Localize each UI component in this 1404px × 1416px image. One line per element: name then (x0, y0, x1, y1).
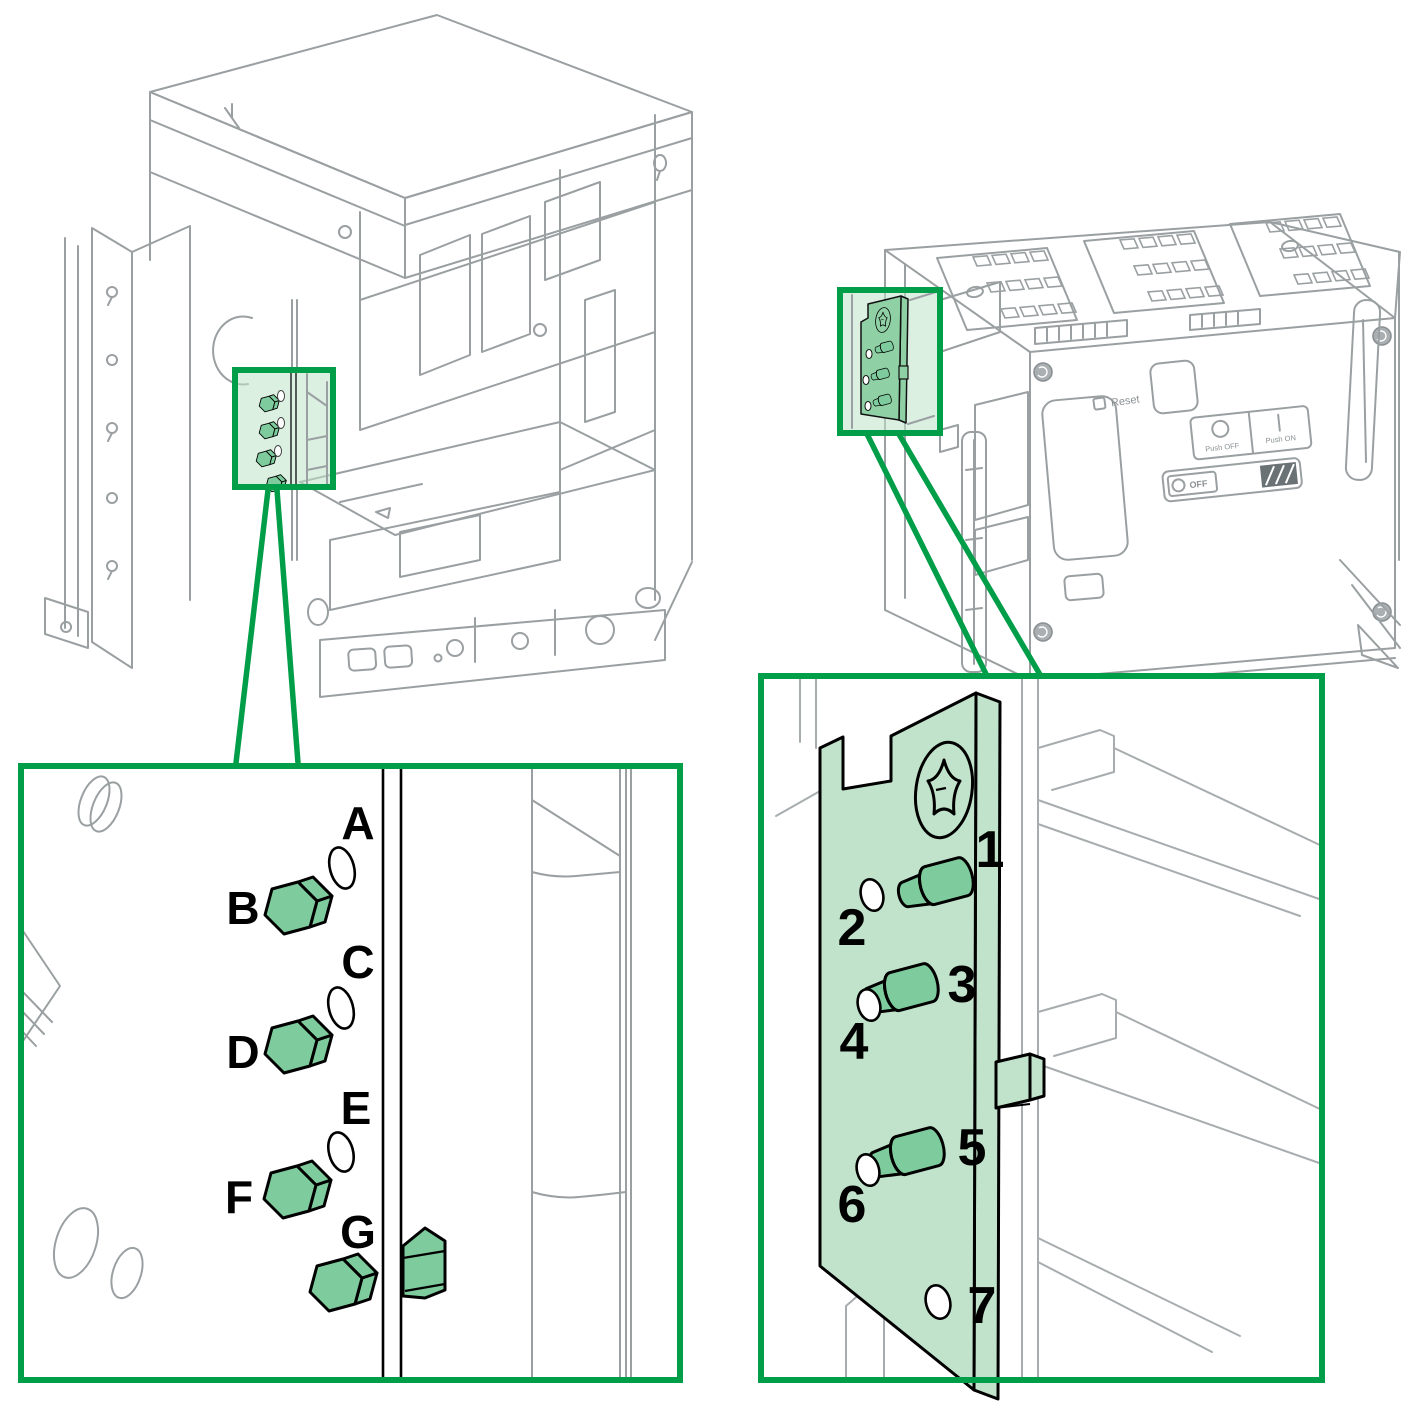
label-A: A (341, 797, 374, 849)
label-G: G (340, 1206, 376, 1258)
breaker-callout-lines (864, 432, 1046, 682)
push-on-symbol-icon (1277, 413, 1281, 432)
reset-group: Reset (1092, 394, 1140, 411)
label-C: C (341, 936, 374, 988)
detail-box-left: A B C D E F G (18, 763, 683, 1383)
label-D: D (226, 1026, 259, 1078)
detail-right-gray-art (775, 678, 1323, 1379)
pushbutton-group: Push OFF Push ON (1189, 405, 1313, 461)
label-E: E (341, 1082, 372, 1134)
bolt-side-view (401, 1226, 447, 1300)
plate-edge-lines (381, 766, 403, 1380)
push-off-symbol-icon (1211, 419, 1230, 438)
detail-right-border (758, 673, 1325, 1383)
breaker-highlight-border (837, 287, 943, 436)
breaker-highlight-box (837, 287, 943, 436)
terminal-block-grid (936, 213, 1371, 331)
detail-box-right: 1 2 3 4 5 6 7 (758, 673, 1325, 1401)
label-3: 3 (948, 956, 977, 1014)
chassis-highlight-bolts (255, 390, 287, 493)
off-indicator-label: OFF (1189, 478, 1208, 490)
terminal-strips (966, 239, 1299, 345)
label-4: 4 (840, 1013, 869, 1071)
detail-left-gray-art (20, 765, 632, 1381)
label-5: 5 (958, 1119, 987, 1177)
push-off-label: Push OFF (1205, 441, 1240, 454)
detail-left-border (18, 763, 683, 1383)
hole-4 (856, 987, 882, 1023)
chassis-callout-lines (232, 486, 301, 767)
hole-E (327, 1131, 355, 1173)
chassis-drawing (44, 14, 693, 698)
chassis-highlight-fill (235, 370, 333, 487)
label-7: 7 (968, 1277, 997, 1335)
chassis-highlight-border (232, 367, 336, 490)
hole-C (326, 986, 356, 1030)
chassis-highlight-box (232, 367, 336, 493)
breaker-drawing: Reset Push OFF Push ON OFF (884, 213, 1401, 691)
hole-2 (859, 877, 885, 913)
label-F: F (225, 1171, 253, 1223)
label-B: B (226, 882, 259, 934)
push-on-label: Push ON (1265, 433, 1296, 445)
hole-7 (924, 1283, 952, 1321)
label-6: 6 (838, 1176, 867, 1234)
front-screws (1033, 326, 1392, 642)
indicator-strip: OFF (1161, 457, 1303, 503)
reset-label: Reset (1110, 394, 1140, 410)
hole-A (327, 846, 357, 890)
breaker-highlight-panel (860, 295, 909, 424)
flange-holes (106, 286, 118, 580)
hole-6 (855, 1152, 881, 1188)
plate-clip (994, 1052, 1046, 1110)
label-1: 1 (976, 821, 1005, 879)
label-2: 2 (838, 899, 867, 957)
